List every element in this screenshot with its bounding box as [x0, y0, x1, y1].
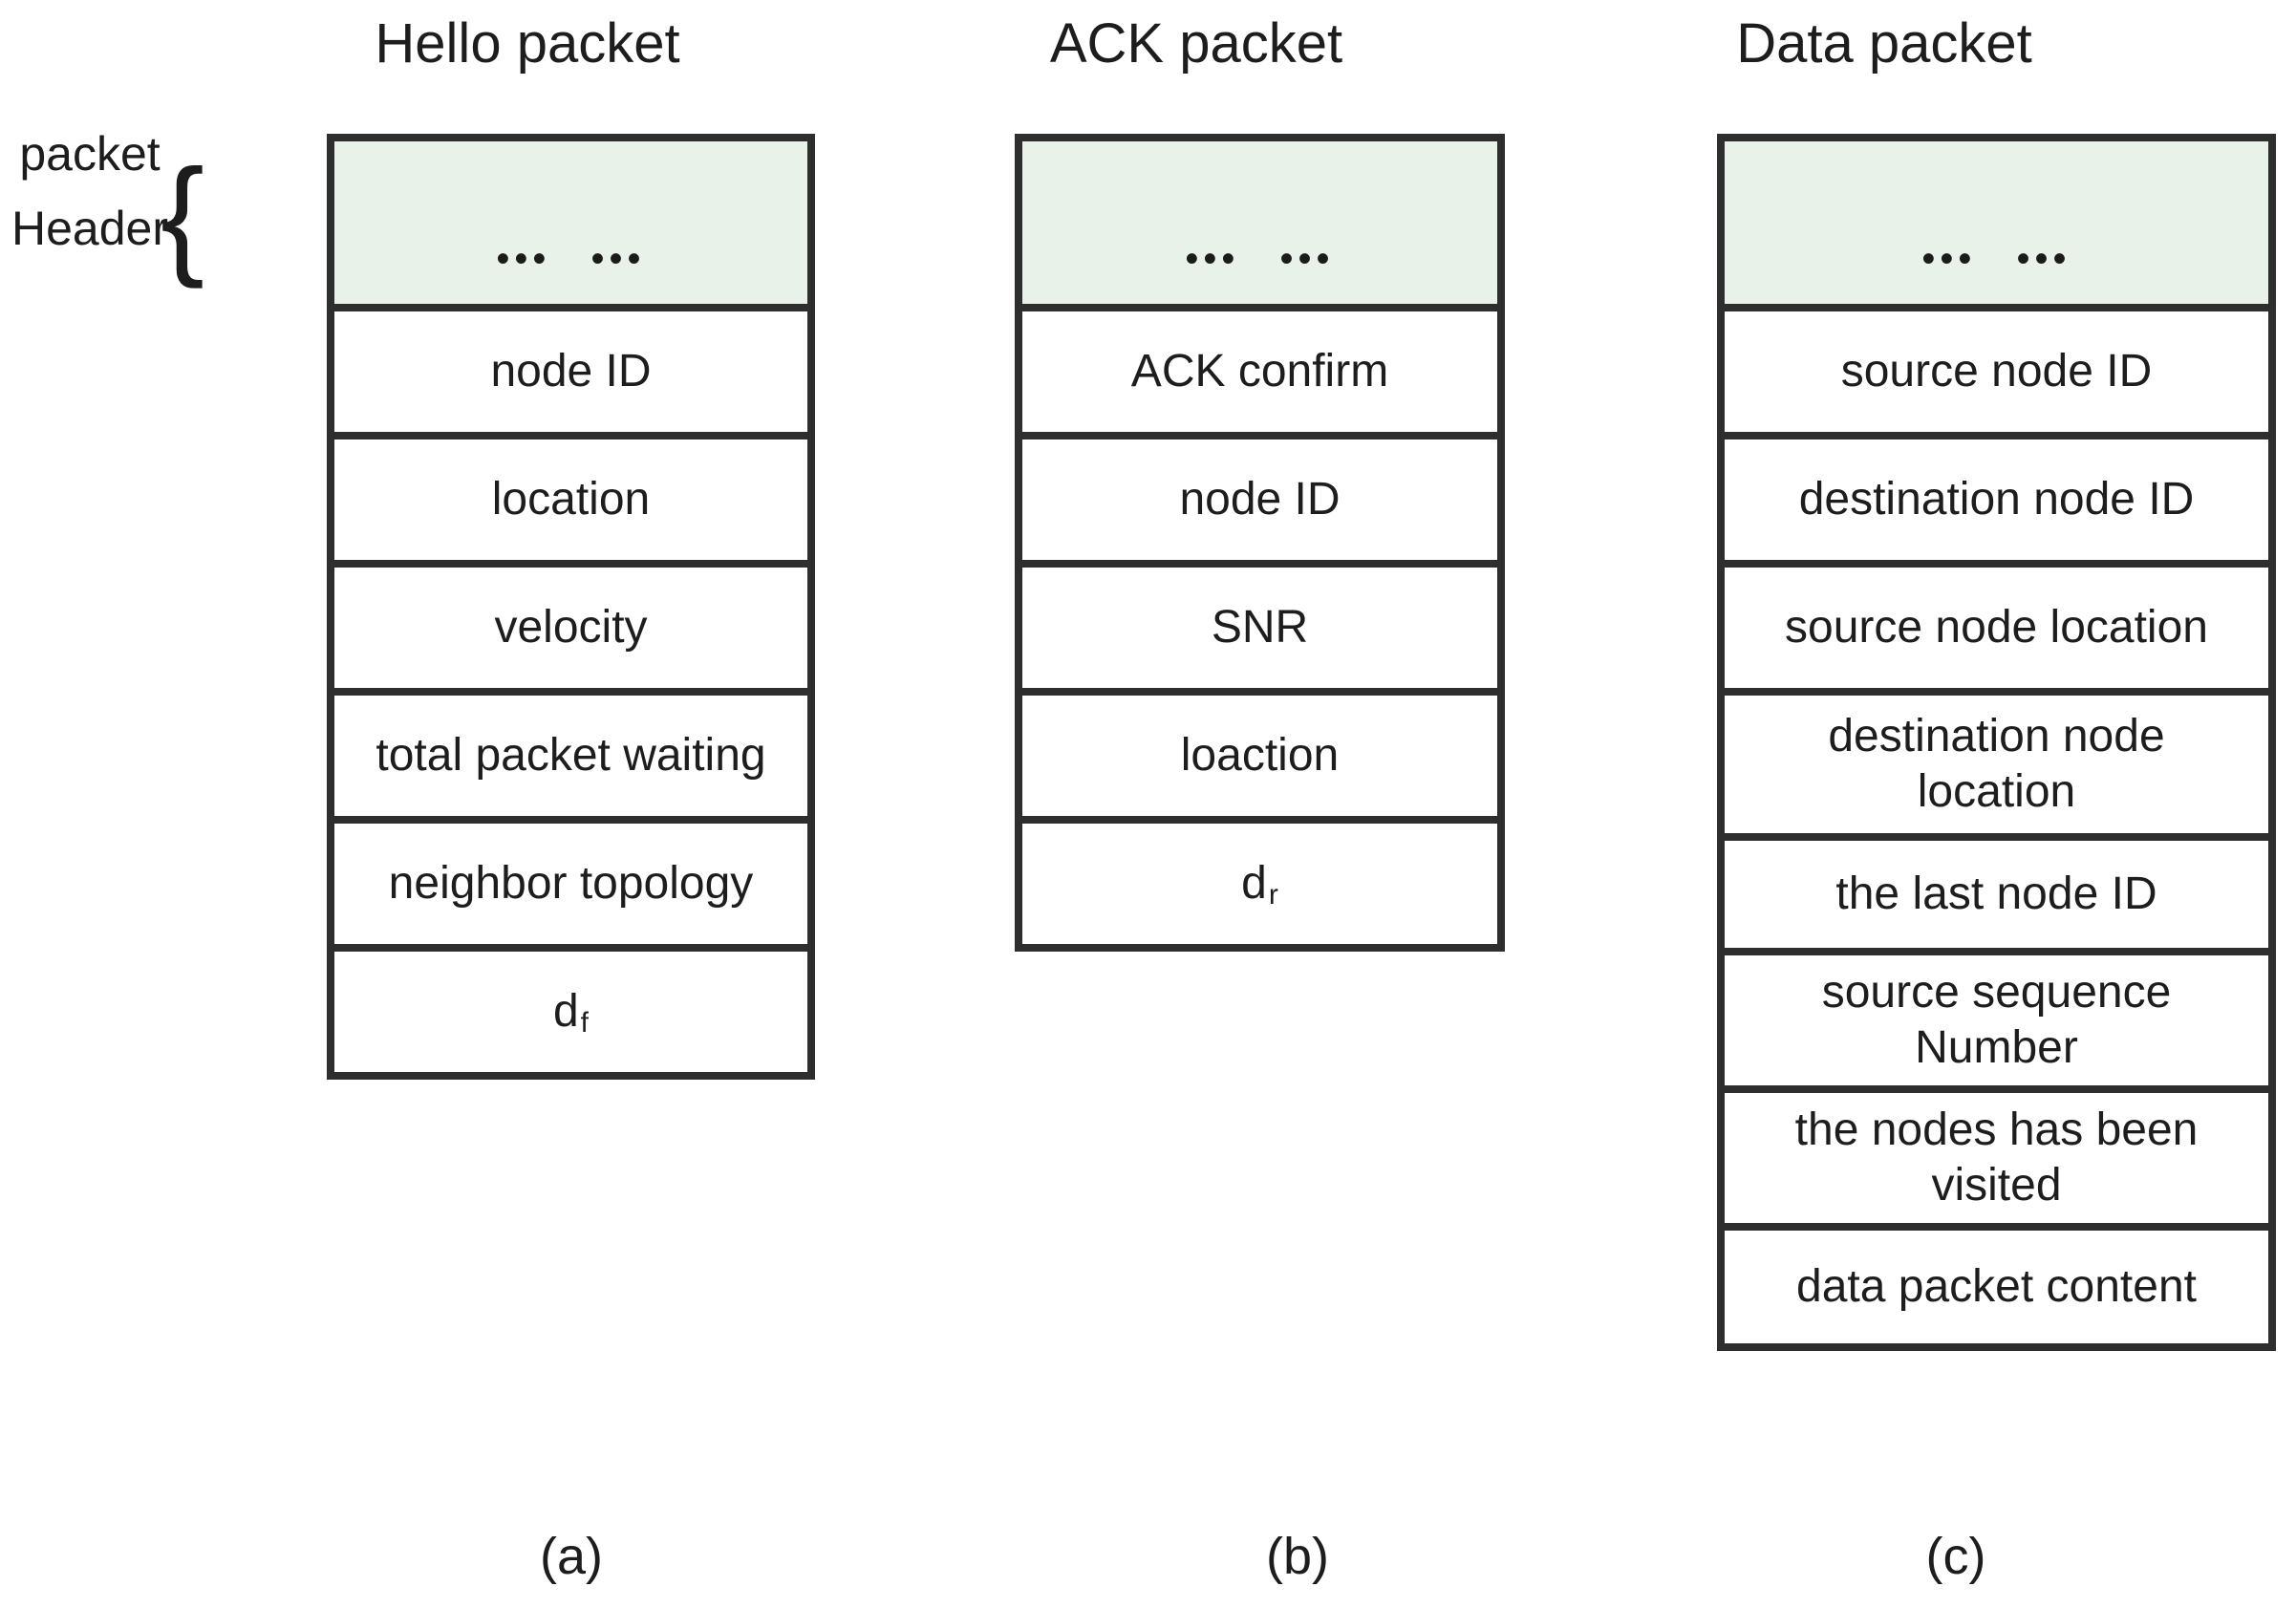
packet-header-label: packet Header	[8, 117, 172, 266]
field-cell: source sequence Number	[1725, 955, 2268, 1093]
field-cell: destination node location	[1725, 696, 2268, 841]
caption-a: (a)	[540, 1528, 603, 1585]
field-cell: source node ID	[1725, 311, 2268, 440]
packet-header-cell: ••• •••	[1022, 141, 1497, 311]
subscript-base: d	[1241, 858, 1267, 909]
caption-c: (c)	[1925, 1528, 1986, 1585]
field-cell: location	[334, 440, 807, 568]
field-cell: node ID	[1022, 440, 1497, 568]
subscript-base: d	[552, 986, 579, 1037]
hello-packet-title: Hello packet	[375, 12, 680, 75]
ellipsis-dots-icon: ••• •••	[1921, 238, 2071, 280]
ack-packet-table: ••• ••• ACK confirm node ID SNR loaction…	[1015, 134, 1505, 952]
data-packet-table: ••• ••• source node ID destination node …	[1717, 134, 2276, 1351]
field-cell: the nodes has been visited	[1725, 1093, 2268, 1231]
field-cell: velocity	[334, 568, 807, 696]
field-cell: node ID	[334, 311, 807, 440]
ellipsis-dots-icon: ••• •••	[496, 238, 646, 280]
packet-header-label-line1: packet	[19, 127, 161, 181]
field-cell: ACK confirm	[1022, 311, 1497, 440]
field-cell: neighbor topology	[334, 824, 807, 952]
field-cell: total packet waiting	[334, 696, 807, 824]
subscript-text: r	[1268, 879, 1278, 911]
packet-header-cell: ••• •••	[1725, 141, 2268, 311]
field-cell: loaction	[1022, 696, 1497, 824]
packet-header-cell: ••• •••	[334, 141, 807, 311]
field-cell: destination node ID	[1725, 440, 2268, 568]
caption-b: (b)	[1266, 1528, 1329, 1585]
hello-packet-table: ••• ••• node ID location velocity total …	[327, 134, 815, 1080]
curly-brace: {	[160, 142, 205, 289]
ack-packet-title: ACK packet	[1049, 12, 1343, 75]
field-cell: SNR	[1022, 568, 1497, 696]
subscript-text: f	[580, 1007, 590, 1039]
data-packet-title: Data packet	[1736, 12, 2032, 75]
field-cell: source node location	[1725, 568, 2268, 696]
ellipsis-dots-icon: ••• •••	[1185, 238, 1335, 280]
field-cell: data packet content	[1796, 1261, 2197, 1312]
field-cell: the last node ID	[1725, 841, 2268, 955]
packet-header-label-line2: Header	[11, 202, 168, 255]
